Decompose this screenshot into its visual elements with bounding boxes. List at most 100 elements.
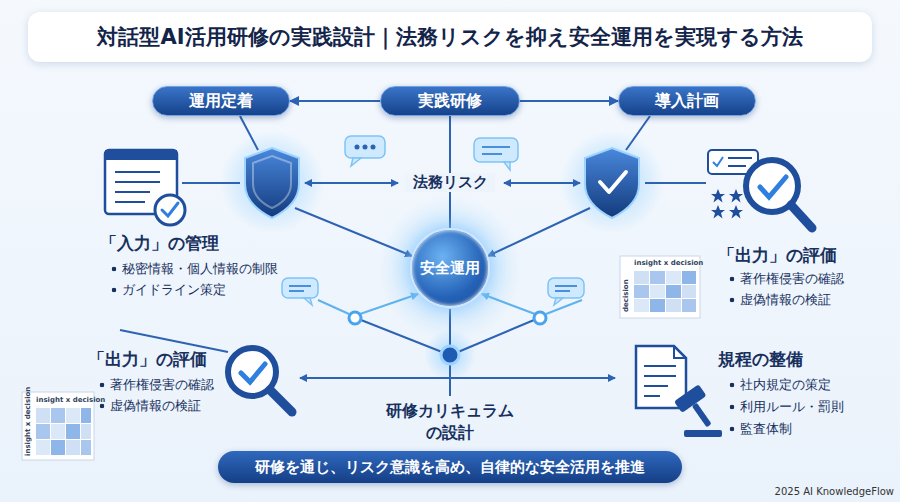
matrix-thumbnail [81, 440, 91, 455]
curriculum-label: 研修カリキュラム の設計 [380, 400, 520, 444]
document-icon [105, 150, 185, 225]
matrix-thumbnail [682, 299, 696, 312]
risk-label: 法務リスク [405, 173, 495, 192]
stage-pill: 導入計画 [618, 86, 756, 116]
node-text: 導入計画 [655, 91, 719, 112]
leader-line [295, 208, 412, 256]
chat-bubble [555, 286, 577, 291]
chat-bubble [554, 298, 563, 305]
leader-line [458, 320, 534, 352]
matrix-thumbnail [81, 408, 91, 423]
chat-bubble [548, 278, 584, 298]
hub-circle: 安全運用 [410, 228, 490, 308]
matrix-thumbnail [81, 424, 91, 439]
thumbnail-text: insight x decision [634, 259, 700, 267]
review-magnifier-icon [729, 205, 743, 219]
junction-dot [534, 312, 546, 324]
review-magnifier-icon [760, 177, 786, 197]
review-magnifier-icon [713, 157, 723, 166]
review-magnifier-icon [729, 189, 743, 203]
leader-line [305, 182, 398, 184]
connector-arrow [520, 100, 618, 102]
rules-gavel-icon [692, 403, 712, 428]
chat-bubble [351, 158, 361, 166]
section-heading: 「出力」の評価 [718, 244, 888, 267]
rules-gavel-icon [674, 384, 707, 413]
junction-dot [441, 346, 459, 364]
rules-gavel-icon [674, 346, 686, 358]
review-magnifier-icon [708, 150, 812, 228]
node-text: 研修を通じ、リスク意識を高め、自律的な安全活用を推進 [255, 458, 645, 477]
junction-dot [349, 312, 361, 324]
matrix-thumbnail [650, 271, 665, 284]
bullet-item: 虚偽情報の検証 [98, 397, 260, 415]
bullet-item: 著作権侵害の確認 [98, 376, 260, 394]
shield-icon [600, 172, 626, 192]
matrix-thumbnail [66, 408, 80, 423]
leader-line [626, 116, 650, 150]
chat-bubble [371, 145, 376, 150]
review-magnifier-icon [728, 158, 752, 166]
matrix-thumbnail [682, 271, 696, 284]
bullet-item: 監査体制 [728, 420, 900, 438]
shield-icon [585, 148, 639, 218]
summary-band: 研修を通じ、リスク意識を高め、自律的な安全活用を推進 [218, 451, 682, 483]
shield-icon [585, 148, 639, 218]
chat-bubble [304, 298, 312, 305]
matrix-thumbnail [634, 299, 649, 312]
bullet-item: 社内規定の策定 [728, 376, 900, 394]
glow-line [318, 300, 349, 314]
rules-gavel-icon [684, 430, 722, 437]
chat-bubble [345, 136, 385, 158]
matrix-thumbnail [634, 285, 649, 298]
leader-line [120, 330, 228, 352]
thumbnail-text: insight x decision [24, 394, 32, 456]
matrix-thumbnail [66, 440, 80, 455]
shield-icon [245, 148, 299, 218]
chat-bubble [548, 278, 584, 305]
matrix-thumbnail [51, 408, 65, 423]
leader-line [488, 208, 590, 256]
leader-line [449, 309, 451, 346]
chat-bubble [363, 145, 368, 150]
matrix-thumbnail [620, 256, 700, 318]
rules-gavel-icon [644, 366, 676, 396]
matrix-thumbnail [36, 408, 50, 423]
matrix-thumbnail [650, 299, 665, 312]
matrix-thumbnail [22, 256, 700, 460]
matrix-thumbnail [666, 285, 681, 298]
shield-icon [245, 148, 639, 218]
matrix-thumbnail [51, 424, 65, 439]
bullet-item: ガイドライン策定 [110, 281, 322, 299]
connector-arrow [449, 116, 451, 228]
matrix-thumbnail [36, 424, 50, 439]
thumbnail-text: insight x decision [36, 396, 94, 404]
document-icon [115, 172, 160, 202]
leader-line [504, 182, 580, 184]
leader-line [120, 116, 706, 396]
review-magnifier-icon [791, 205, 812, 228]
title-bar: 対話型AI活用研修の実践設計｜法務リスクを抑え安全運用を実現する方法 [28, 12, 872, 62]
matrix-thumbnail [36, 440, 50, 455]
title-text: 対話型AI活用研修の実践設計｜法務リスクを抑え安全運用を実現する方法 [97, 23, 802, 51]
matrix-thumbnail [666, 271, 681, 284]
leader-line [645, 182, 706, 184]
bullet-item: 利用ルール・罰則 [728, 398, 900, 416]
leader-line [361, 320, 442, 352]
chat-bubble [474, 138, 518, 162]
rules-gavel-icon [674, 384, 722, 434]
matrix-thumbnail [682, 285, 696, 298]
matrix-thumbnail [51, 440, 65, 455]
matrix-thumbnail [650, 285, 665, 298]
chat-bubble [474, 138, 518, 170]
document-icon [162, 203, 178, 216]
review-magnifier-icon [711, 205, 725, 219]
check-magnifier-icon [270, 390, 292, 412]
review-magnifier-icon [711, 189, 725, 203]
shield-icon [245, 148, 299, 218]
shield-icon [253, 156, 291, 208]
thumbnail-text: decision [622, 262, 630, 312]
leader-line [449, 364, 451, 396]
